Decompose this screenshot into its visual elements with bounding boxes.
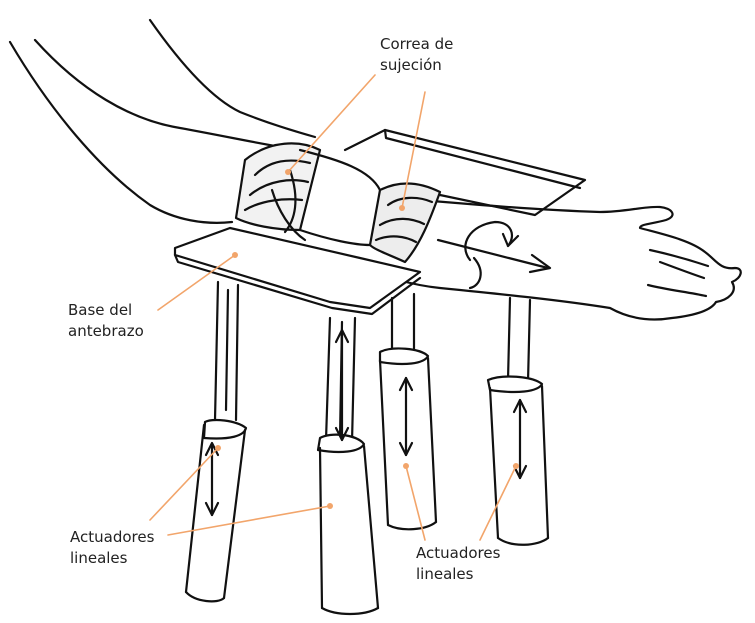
actuator-4 bbox=[488, 298, 548, 545]
leader-actuator-2 bbox=[168, 506, 330, 535]
actuator-1 bbox=[186, 282, 246, 601]
actuators-label-left: Actuadores lineales bbox=[70, 527, 154, 569]
actuator-3 bbox=[380, 294, 436, 529]
strap-label: Correa de sujeción bbox=[380, 34, 453, 76]
leader-base bbox=[158, 255, 235, 310]
actuators-label-right: Actuadores lineales bbox=[416, 543, 500, 585]
forearm-base-label: Base del antebrazo bbox=[68, 300, 144, 342]
leader-actuator-1 bbox=[150, 448, 218, 520]
actuator-2 bbox=[318, 318, 378, 614]
leader-strap-1 bbox=[288, 75, 375, 172]
motion-arrows bbox=[438, 222, 550, 288]
